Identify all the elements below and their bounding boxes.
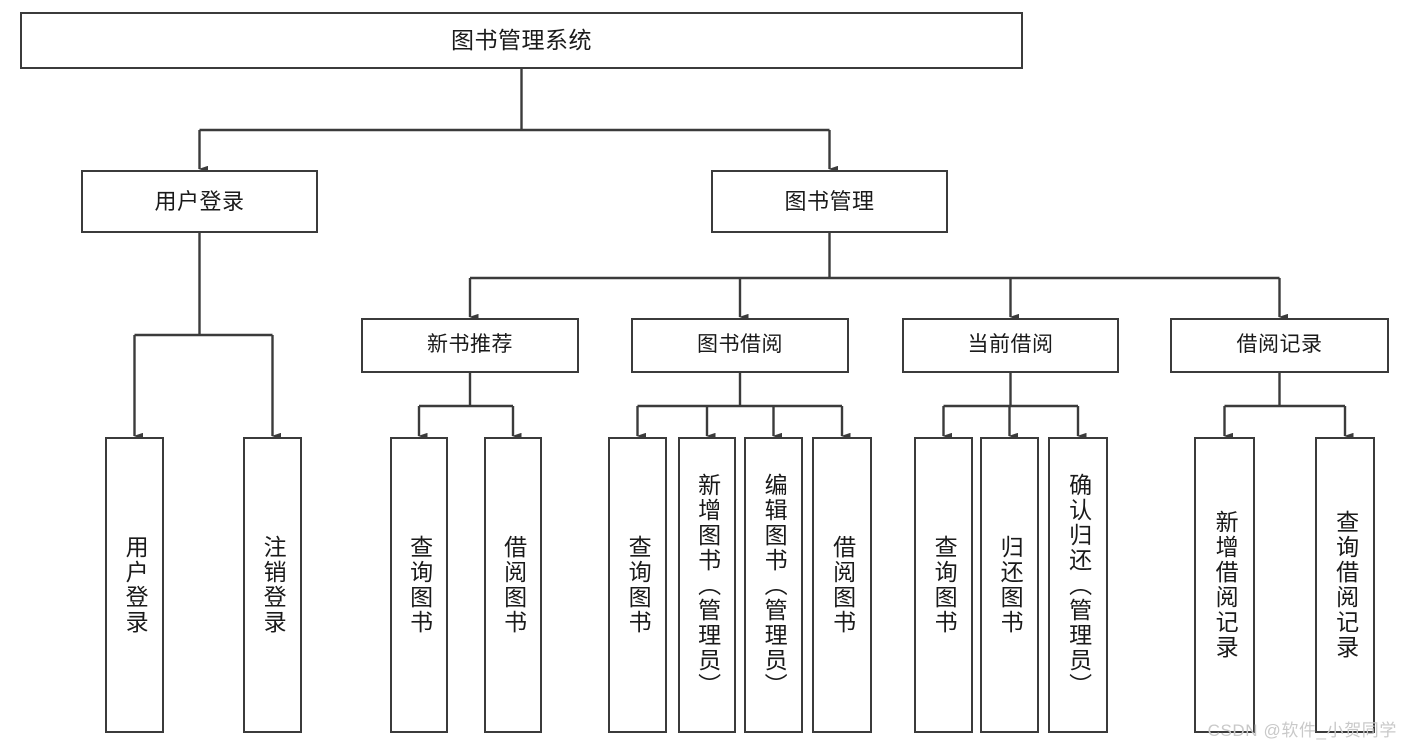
node-l3-current-borrow[interactable]: 当前借阅	[902, 318, 1119, 373]
node-leaf-rec-query-book[interactable]: 查询图书	[390, 437, 448, 733]
node-label: 查询图书	[406, 535, 433, 635]
node-label: 新增图书（管理员）	[694, 472, 721, 698]
node-label: 查询图书	[931, 535, 958, 635]
node-leaf-borrow-query-book[interactable]: 查询图书	[608, 437, 667, 733]
node-label: 借阅图书	[500, 535, 527, 635]
node-label: 图书借阅	[697, 333, 783, 357]
node-leaf-add-borrow-record[interactable]: 新增借阅记录	[1194, 437, 1255, 733]
node-leaf-borrow-book[interactable]: 借阅图书	[812, 437, 872, 733]
node-label: 图书管理系统	[451, 26, 592, 53]
node-l3-book-borrow[interactable]: 图书借阅	[631, 318, 849, 373]
node-leaf-user-login[interactable]: 用户登录	[105, 437, 164, 733]
node-label: 图书管理	[784, 188, 875, 214]
node-label: 编辑图书（管理员）	[761, 472, 788, 698]
node-l3-borrow-record[interactable]: 借阅记录	[1170, 318, 1389, 373]
node-root[interactable]: 图书管理系统	[20, 12, 1023, 69]
node-label: 新书推荐	[427, 333, 513, 357]
node-label: 确认归还（管理员）	[1065, 472, 1092, 698]
node-l3-new-book-rec[interactable]: 新书推荐	[361, 318, 579, 373]
node-leaf-return-book[interactable]: 归还图书	[980, 437, 1039, 733]
node-label: 用户登录	[154, 188, 245, 214]
node-l2-book-manage[interactable]: 图书管理	[711, 170, 948, 233]
node-label: 用户登录	[122, 535, 149, 635]
node-label: 新增借阅记录	[1212, 510, 1239, 660]
node-leaf-query-borrow-record[interactable]: 查询借阅记录	[1315, 437, 1375, 733]
node-label: 借阅记录	[1236, 333, 1323, 357]
node-leaf-logout[interactable]: 注销登录	[243, 437, 302, 733]
node-label: 查询借阅记录	[1332, 510, 1359, 660]
node-leaf-cur-query-book[interactable]: 查询图书	[914, 437, 973, 733]
node-leaf-edit-book-admin[interactable]: 编辑图书（管理员）	[744, 437, 803, 733]
node-label: 查询图书	[625, 535, 652, 635]
node-label: 归还图书	[997, 535, 1024, 635]
node-label: 当前借阅	[967, 333, 1054, 357]
node-label: 借阅图书	[829, 535, 856, 635]
node-label: 注销登录	[260, 535, 287, 635]
node-leaf-add-book-admin[interactable]: 新增图书（管理员）	[678, 437, 736, 733]
node-l2-user-login[interactable]: 用户登录	[81, 170, 318, 233]
node-leaf-confirm-return-admin[interactable]: 确认归还（管理员）	[1048, 437, 1108, 733]
node-leaf-rec-borrow-book[interactable]: 借阅图书	[484, 437, 542, 733]
